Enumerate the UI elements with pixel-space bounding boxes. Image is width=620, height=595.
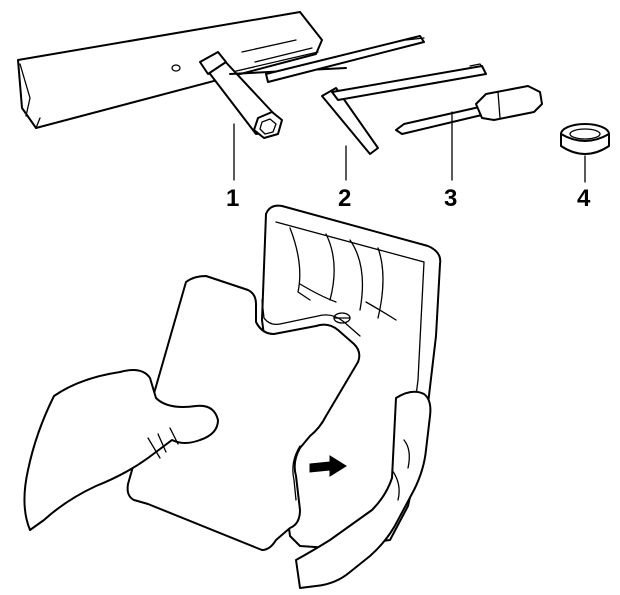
- callout-number-3: 3: [444, 185, 457, 212]
- arrow-right-icon: [309, 455, 347, 477]
- sealing-ring-icon: [560, 123, 610, 155]
- box-wrench-icon: [199, 51, 347, 139]
- callout-number-2: 2: [338, 185, 351, 212]
- tool-pouch-icon: [17, 11, 323, 129]
- callout-number-4: 4: [577, 185, 591, 212]
- filter-cover-icon: [126, 275, 361, 551]
- callout-number-1: 1: [226, 185, 239, 212]
- callout-leaders: [233, 111, 586, 183]
- screwdriver-icon: [395, 85, 543, 135]
- blade-tool-icon: [265, 35, 425, 83]
- hex-key-icon: [321, 63, 487, 155]
- hands-icon: [23, 369, 432, 589]
